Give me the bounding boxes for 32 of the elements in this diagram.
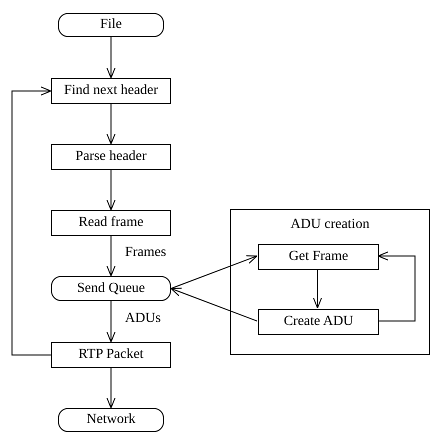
node-label: Network — [86, 413, 136, 427]
terminal-box — [58, 13, 164, 37]
process-box — [258, 309, 379, 335]
group-container — [230, 209, 430, 355]
process-box — [258, 244, 379, 270]
arrow — [106, 300, 116, 342]
arrow — [313, 268, 322, 308]
arrow — [170, 255, 258, 289]
arrow — [12, 86, 52, 356]
process-box — [51, 78, 171, 104]
node-label: Find next header — [64, 84, 158, 98]
node-label: Send Queue — [76, 282, 146, 296]
process-box — [51, 144, 171, 170]
arrow — [106, 104, 116, 144]
node-label: Get Frame — [288, 250, 348, 264]
node-label: RTP Packet — [78, 348, 144, 362]
arrow — [106, 236, 116, 276]
node-label: Parse header — [75, 150, 147, 164]
arrow — [106, 36, 116, 78]
arrow — [106, 170, 116, 210]
group-title: ADU creation — [290, 218, 370, 232]
terminal-box — [51, 276, 171, 301]
arrow — [170, 288, 258, 322]
process-box — [51, 342, 171, 368]
arrow — [106, 368, 116, 408]
node-label: Read frame — [78, 216, 144, 230]
terminal-box — [58, 408, 164, 432]
edge-label: ADUs — [124, 312, 162, 326]
node-label: File — [100, 18, 122, 32]
arrow — [378, 252, 416, 322]
node-label: Create ADU — [284, 315, 354, 329]
process-box — [51, 210, 171, 236]
